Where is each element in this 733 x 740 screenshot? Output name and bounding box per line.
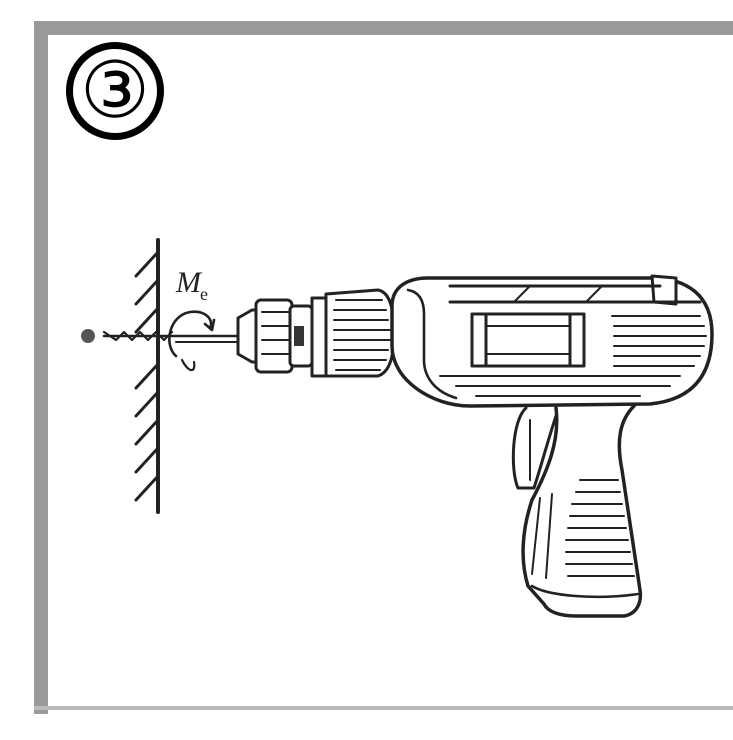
wall-hatching [134, 238, 160, 514]
frame-border-left [34, 21, 48, 714]
frame-border-bottom [34, 706, 733, 710]
frame-border-top [34, 21, 733, 35]
moment-subscript: e [200, 284, 208, 304]
figure-number: ③ [80, 46, 150, 134]
moment-arrow-icon [168, 310, 216, 372]
moment-label: M [175, 266, 203, 299]
figure-number-badge: ③ [66, 42, 164, 140]
